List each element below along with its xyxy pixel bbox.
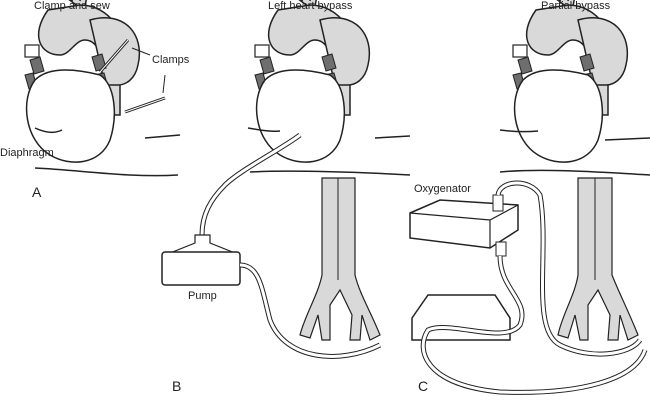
- heart-a: [24, 0, 181, 177]
- panel-a-title: Clamp and sew: [34, 0, 110, 12]
- panel-b-title: Left heart bypass: [268, 0, 353, 12]
- panel-a-letter: A: [32, 184, 42, 200]
- heart-b: [161, 0, 411, 359]
- oxygenator-label: Oxygenator: [414, 183, 471, 195]
- panel-b-letter: B: [172, 378, 182, 394]
- panel-c-title: Partial bypass: [541, 0, 611, 12]
- diaphragm-label: Diaphragm: [0, 147, 54, 159]
- pump-label: Pump: [188, 290, 217, 302]
- clamps-label: Clamps: [152, 54, 190, 66]
- heart-c: [409, 0, 650, 395]
- panel-c-letter: C: [418, 378, 429, 394]
